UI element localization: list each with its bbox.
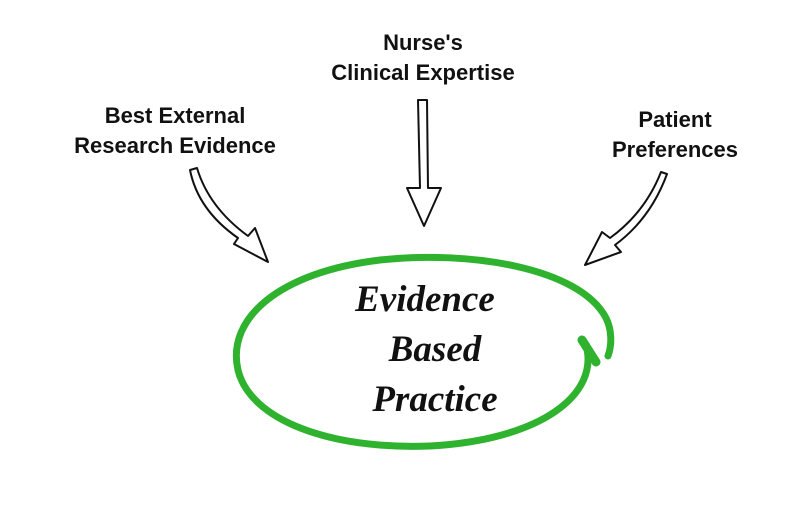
center-title-line-practice: Practice (372, 379, 498, 420)
input-label-best-external-research-evidence: Best External Research Evidence (40, 101, 310, 161)
input-label-line: Preferences (612, 137, 738, 162)
arrow-from-best-external-research-evidence (189, 167, 269, 263)
arrow-from-patient-preferences (584, 171, 668, 266)
center-ellipse (233, 253, 615, 450)
input-label-patient-preferences: Patient Preferences (585, 105, 765, 165)
input-label-line: Clinical Expertise (331, 60, 515, 85)
input-label-line: Nurse's (383, 30, 463, 55)
center-title-line-based: Based (388, 329, 482, 370)
center-title-line-evidence: Evidence (355, 279, 495, 320)
arrow-from-nurses-clinical-expertise (406, 99, 442, 227)
center-ellipse-stroke-end (577, 335, 601, 367)
input-label-nurses-clinical-expertise: Nurse's Clinical Expertise (290, 28, 556, 88)
input-label-line: Patient (638, 107, 712, 132)
input-label-line: Research Evidence (74, 133, 276, 158)
input-label-line: Best External (104, 103, 246, 128)
